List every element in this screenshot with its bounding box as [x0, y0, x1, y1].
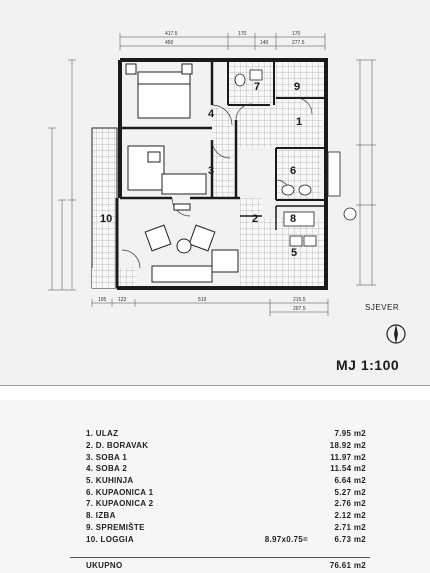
row-area: 2.71 m2	[334, 522, 366, 532]
dim-bottom-2: 123	[118, 297, 127, 303]
room-number-3: 3	[208, 165, 214, 177]
dim-bottom-1: 105	[98, 297, 107, 303]
table-row: 8. IZBA 2.12 m2	[86, 510, 366, 522]
dimension-lines-left	[48, 59, 76, 291]
row-area: 11.97 m2	[330, 452, 366, 462]
total-row: UKUPNO 76.61 m2	[86, 561, 366, 570]
room-number-1: 1	[296, 116, 302, 128]
room-number-4: 4	[208, 108, 215, 120]
dim-bottom-5: 297.5	[293, 306, 306, 312]
room-number-5: 5	[291, 247, 297, 259]
room-number-10: 10	[100, 213, 112, 225]
room-number-6: 6	[290, 165, 296, 177]
room-area-table: 1. ULAZ 7.95 m2 2. D. BORAVAK 18.92 m2 3…	[86, 428, 366, 545]
dim-top-1: 417.5	[165, 31, 178, 37]
room-number-2: 2	[252, 213, 258, 225]
total-label: UKUPNO	[86, 561, 123, 570]
row-label: 9. SPREMIŠTE	[86, 522, 145, 532]
dim-top-2: 450	[165, 40, 174, 46]
floor-plan-svg: 417.5 450 170 140 170 277.5	[48, 31, 376, 316]
row-area: 2.12 m2	[334, 511, 366, 521]
row-label: 10. LOGGIA	[86, 534, 134, 544]
row-area: 5.27 m2	[334, 487, 366, 497]
total-divider	[70, 557, 370, 558]
compass-label: SJEVER	[365, 303, 400, 312]
room-number-9: 9	[294, 81, 300, 93]
table-row: 5. KUHINJA 6.64 m2	[86, 475, 366, 487]
area-schedule: 1. ULAZ 7.95 m2 2. D. BORAVAK 18.92 m2 3…	[0, 400, 430, 573]
table-row: 4. SOBA 2 11.54 m2	[86, 463, 366, 475]
row-area: 11.54 m2	[330, 464, 366, 474]
table-row: 1. ULAZ 7.95 m2	[86, 428, 366, 440]
row-label: 2. D. BORAVAK	[86, 441, 149, 451]
room-3-furniture	[127, 145, 207, 195]
bathroom-fixtures	[234, 69, 357, 221]
table-row: 2. D. BORAVAK 18.92 m2	[86, 440, 366, 452]
row-label: 7. KUPAONICA 2	[86, 499, 154, 509]
table-row: 3. SOBA 1 11.97 m2	[86, 451, 366, 463]
row-area: 2.76 m2	[334, 499, 366, 509]
walls	[115, 58, 328, 290]
kitchen-fixtures	[283, 211, 317, 247]
table-row: 7. KUPAONICA 2 2.76 m2	[86, 498, 366, 510]
section-divider	[0, 385, 430, 386]
row-label: 8. IZBA	[86, 511, 116, 521]
row-area: 18.92 m2	[329, 441, 366, 451]
row-area: 7.95 m2	[334, 429, 366, 439]
row-label: 4. SOBA 2	[86, 464, 128, 474]
bed-furniture	[125, 63, 193, 119]
row-area: 6.73 m2	[334, 534, 366, 544]
dim-bottom-3: 519	[198, 297, 207, 303]
dim-top-3: 170	[238, 31, 247, 37]
dim-top-4: 140	[260, 40, 269, 46]
scale-label: MJ 1:100	[336, 357, 400, 373]
compass-icon	[386, 324, 406, 344]
row-label: 5. KUHINJA	[86, 476, 134, 486]
total-area: 76.61 m2	[329, 561, 366, 570]
row-area: 6.64 m2	[334, 476, 366, 486]
dim-top-5: 170	[292, 31, 301, 37]
table-row: 6. KUPAONICA 1 5.27 m2	[86, 486, 366, 498]
dim-bottom-4: 215.5	[293, 297, 306, 303]
row-label: 3. SOBA 1	[86, 452, 128, 462]
dim-top-6: 277.5	[292, 40, 305, 46]
dimension-lines-bottom	[91, 299, 329, 316]
room-number-7: 7	[254, 81, 260, 93]
living-room-furniture	[144, 203, 239, 283]
floor-plan-drawing: 417.5 450 170 140 170 277.5	[0, 0, 430, 385]
table-row: 9. SPREMIŠTE 2.71 m2	[86, 522, 366, 534]
dimension-lines-right	[356, 59, 376, 286]
row-calc: 8.97x0.75=	[264, 534, 308, 544]
row-label: 6. KUPAONICA 1	[86, 487, 154, 497]
row-label: 1. ULAZ	[86, 429, 119, 439]
room-number-8: 8	[290, 213, 296, 225]
table-row: 10. LOGGIA 8.97x0.75= 6.73 m2	[86, 533, 366, 545]
dimension-lines-top	[119, 33, 326, 50]
